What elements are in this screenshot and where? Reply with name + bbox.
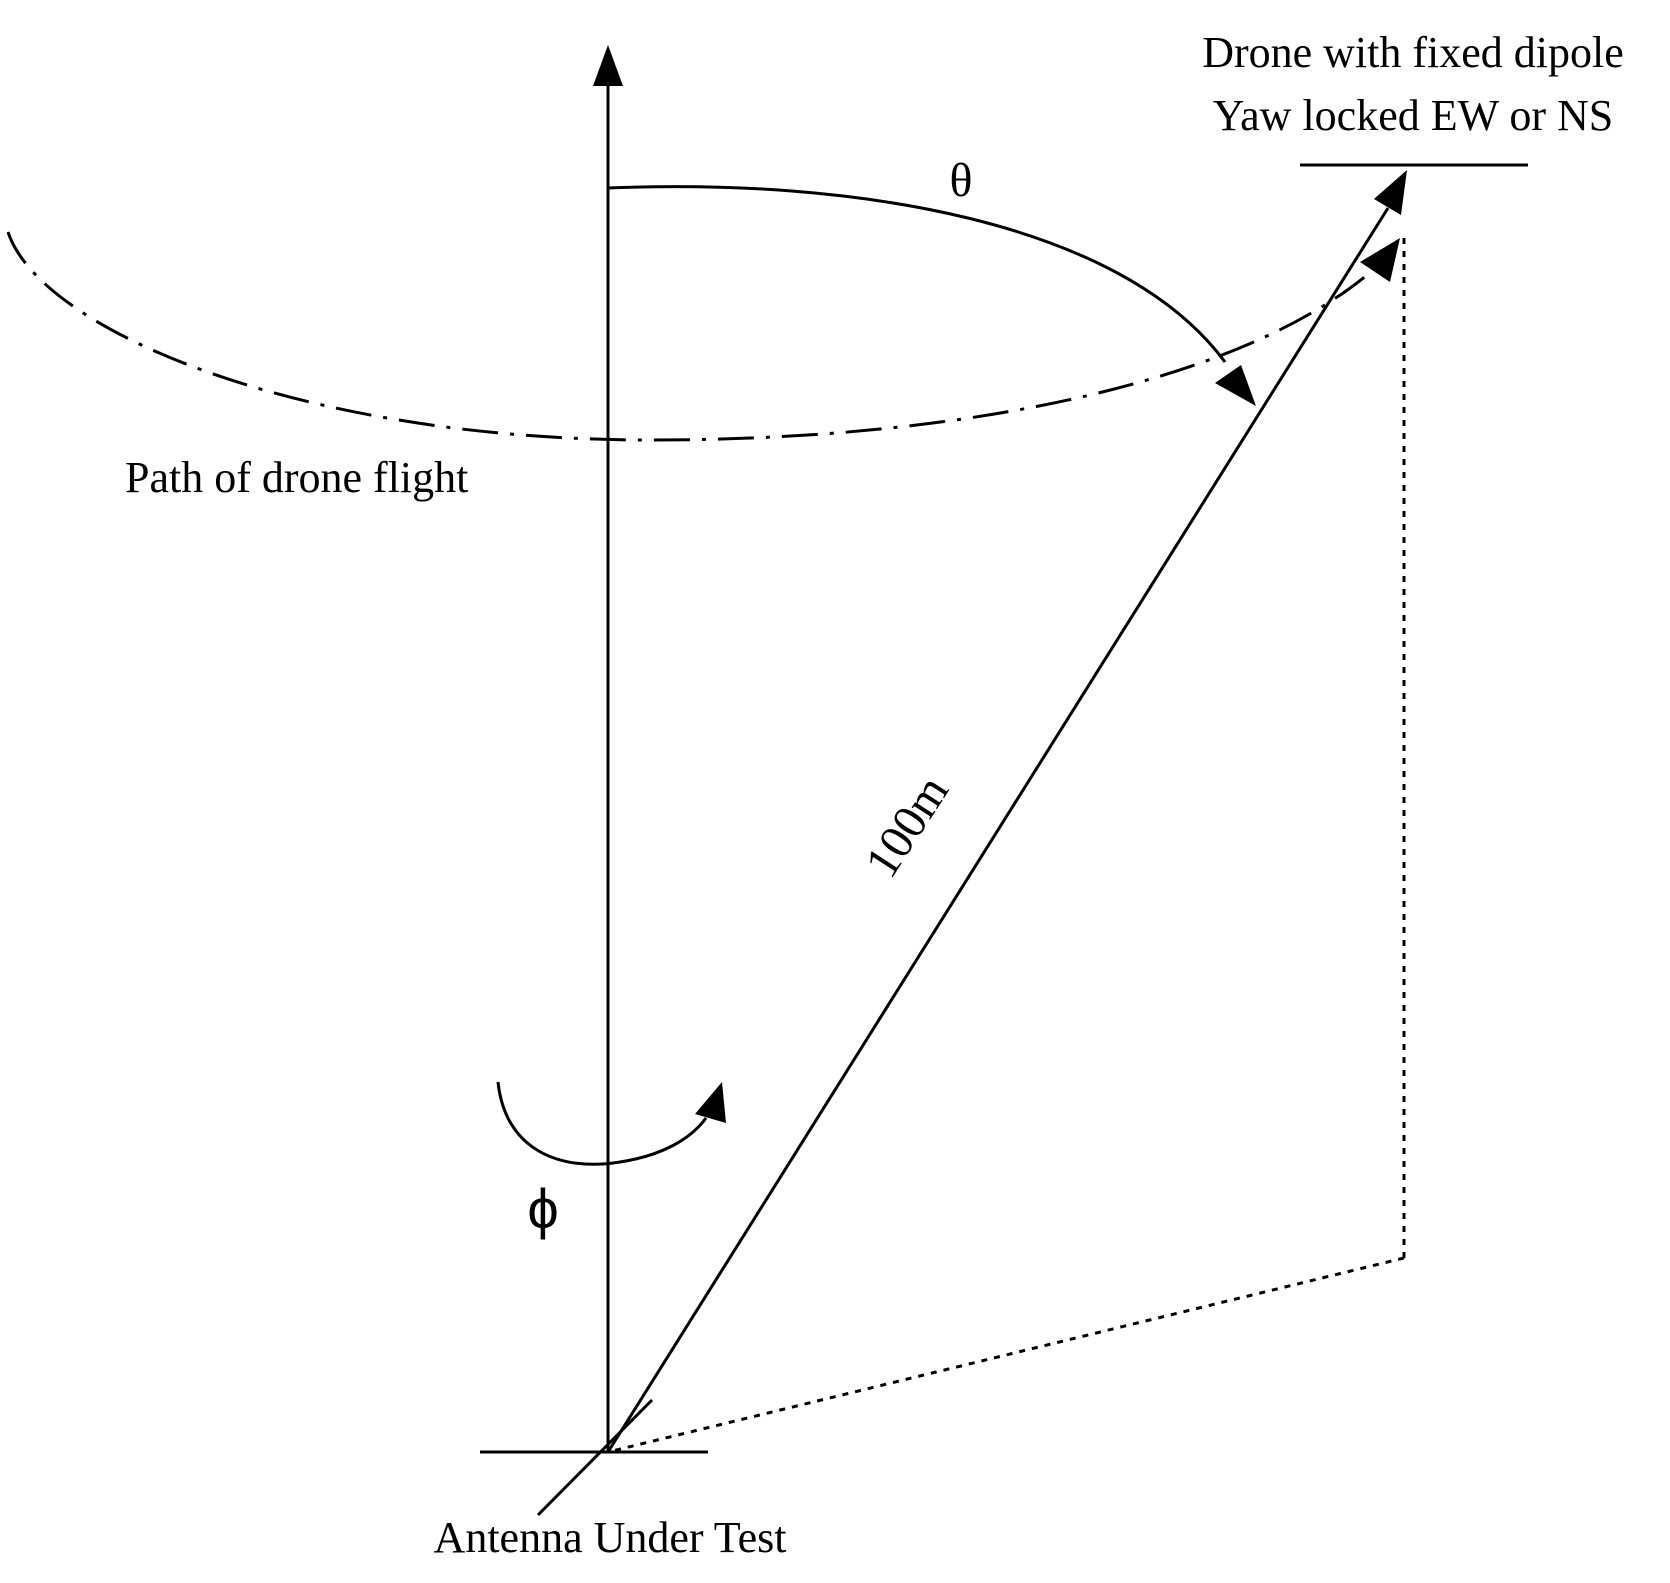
phi-rotation-arc [496,1081,708,1166]
theta-arc [607,185,1227,363]
antenna-dipole-diagonal [536,1398,654,1517]
drone-label-line2: Yaw locked EW or NS [1213,91,1613,140]
flight-path-label: Path of drone flight [125,453,468,502]
antenna-label: Antenna Under Test [434,1513,787,1562]
phi-arrowhead [695,1082,726,1123]
phi-label: ϕ [527,1177,558,1240]
drone-flight-path [6,231,1396,442]
slant-range-line [606,207,1390,1453]
zenith-arrowhead [593,45,623,86]
flight-path-arrowhead [1360,238,1400,282]
theta-label: θ [950,154,973,207]
slant-range-arrowhead [1374,170,1407,215]
theta-arrowhead [1215,365,1256,406]
drone-label-line1: Drone with fixed dipole [1202,28,1624,77]
ground-projection-line [607,1256,1405,1454]
distance-label: 100m [855,766,959,887]
